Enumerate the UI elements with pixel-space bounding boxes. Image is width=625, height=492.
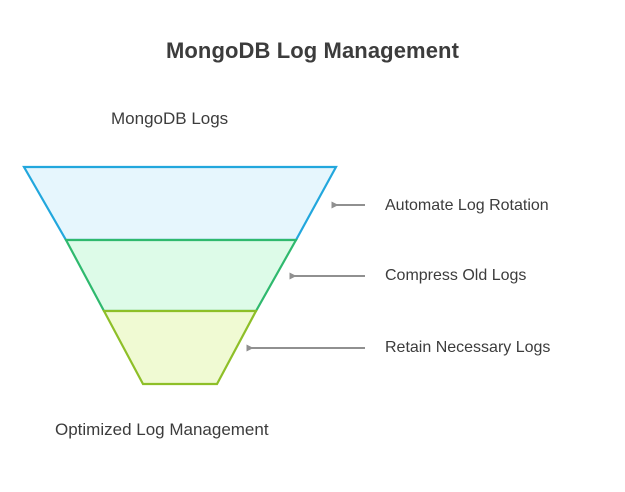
page-title: MongoDB Log Management [165,38,460,63]
callout-label-retain-necessary-logs: Retain Necessary Logs [385,339,551,356]
funnel-top-caption: MongoDB Logs [111,109,229,128]
callout-label-automate-log-rotation: Automate Log Rotation [385,197,549,214]
funnel-segment-automate-log-rotation[interactable] [22,165,338,242]
funnel-segment-compress-old-logs[interactable] [64,238,298,313]
callout-label-compress-old-logs: Compress Old Logs [385,267,527,284]
funnel-bottom-caption: Optimized Log Management [55,420,269,439]
funnel-segment-retain-necessary-logs[interactable] [102,309,258,386]
